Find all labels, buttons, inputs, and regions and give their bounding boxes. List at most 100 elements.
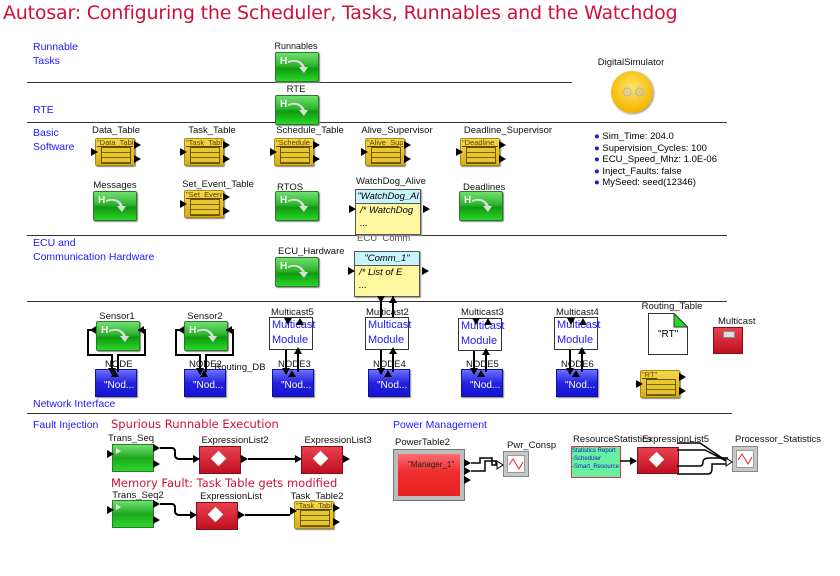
resource-stats-block[interactable]: Statistics Report -Scheduler -Smart_Reso…: [571, 446, 621, 478]
report-line: -Scheduler: [572, 456, 602, 462]
simulator-params: ● Sim_Time: 204.0 ● Supervision_Cycles: …: [594, 131, 717, 189]
task-table2-block[interactable]: "Task_Tabl...: [294, 501, 334, 529]
set-event-table-block[interactable]: "Set_Event...: [184, 190, 224, 218]
port-marker: [477, 370, 485, 377]
input-port: [180, 148, 187, 156]
note-line: ...: [360, 218, 368, 229]
rtos-block[interactable]: H: [275, 191, 319, 221]
routing-table-block[interactable]: "RT": [648, 312, 689, 355]
output-port: [223, 193, 230, 201]
task-table-block[interactable]: "Task_Tabl...: [184, 138, 224, 166]
watchdog-block[interactable]: "WatchDog_Al /* WatchDog ...: [355, 189, 421, 235]
scope-screen: [736, 450, 754, 468]
deadlines-block[interactable]: H: [459, 191, 503, 221]
rte-block[interactable]: H: [275, 95, 319, 125]
table-grid-icon: [190, 147, 220, 164]
output-port: [679, 373, 686, 381]
diamond-icon: [648, 451, 665, 468]
expr3-block[interactable]: [301, 446, 343, 474]
table-grid-icon: [300, 510, 330, 527]
output-port: [134, 155, 141, 163]
node1-block[interactable]: "Nod...: [95, 369, 137, 397]
input-port: [270, 148, 277, 156]
port-marker: [111, 370, 119, 377]
output-port: [343, 455, 350, 463]
output-port: [464, 467, 471, 475]
section-ecu-hardware: ECU and Communication Hardware: [33, 236, 154, 264]
node4-block[interactable]: "Nod...: [368, 369, 410, 397]
trans-seq2-block[interactable]: [112, 500, 154, 528]
table-grid-icon: [371, 147, 401, 164]
runnables-block[interactable]: H: [275, 52, 319, 82]
h-icon: H: [280, 261, 288, 272]
node6-label: NODE6: [561, 359, 594, 370]
trans-seq-block[interactable]: [112, 444, 154, 472]
input-port: [348, 267, 355, 275]
divider: [27, 122, 727, 123]
expr-block[interactable]: [196, 502, 238, 530]
sine-wave-icon: [737, 453, 753, 465]
expr5-block[interactable]: [637, 447, 679, 474]
data-table-block[interactable]: "Data_Tabl...: [95, 138, 135, 166]
section-label-line: Tasks: [33, 55, 60, 67]
data-table-label: Data_Table: [91, 125, 141, 136]
sensor2-block[interactable]: H: [184, 321, 228, 351]
power-table-block[interactable]: "Manager_1": [393, 449, 465, 501]
param-text: ECU_Speed_Mhz: 1.0E-06: [602, 154, 717, 166]
node-text: "Nod...: [565, 380, 596, 391]
ecu-hardware-label: ECU_Hardware: [278, 246, 345, 257]
alive-supervisor-block[interactable]: "Alive_Sup...: [365, 138, 405, 166]
sensor1-block[interactable]: H: [96, 321, 140, 351]
table-inner-name: "RT": [642, 370, 658, 379]
scope-screen: [507, 455, 525, 473]
module-text: Module: [368, 334, 405, 346]
expr2-block[interactable]: [199, 446, 241, 474]
input-port: [361, 148, 368, 156]
output-port: [422, 267, 429, 275]
input-port: [456, 148, 463, 156]
task-table-label: Task_Table: [188, 125, 236, 136]
output-port: [223, 141, 230, 149]
param-text: MySeed: seed(12346): [602, 177, 696, 189]
output-port: [464, 476, 471, 484]
expr5-label: ExpressionList5: [642, 434, 710, 445]
messages-block[interactable]: H: [93, 191, 137, 221]
play-icon: [116, 504, 121, 510]
multicast-block[interactable]: [713, 327, 743, 354]
deadline-supervisor-block[interactable]: "Deadline_...: [460, 138, 500, 166]
ecu-hardware-block[interactable]: H: [275, 257, 319, 287]
param-item: ● Inject_Faults: false: [594, 165, 682, 177]
page-title: Autosar: Configuring the Scheduler, Task…: [3, 2, 678, 24]
schedule-table-block[interactable]: "Schedule_...: [274, 138, 314, 166]
digital-simulator-button[interactable]: ⚙⚙: [611, 71, 653, 113]
output-port: [241, 455, 248, 463]
arrow-icon: [288, 198, 308, 212]
section-rte: RTE: [33, 104, 54, 116]
output-port: [333, 518, 340, 526]
report-line: -Smart_Resource: [572, 464, 620, 470]
routing-db-label: Routing_DB: [214, 362, 266, 373]
rte-label: RTE: [286, 84, 306, 95]
output-port: [333, 504, 340, 512]
output-port: [499, 141, 506, 149]
module-text: Module: [461, 335, 498, 347]
routing-db-block[interactable]: "RT": [640, 370, 680, 398]
wire-arrow: [630, 457, 637, 465]
table-grid-icon: [101, 147, 131, 164]
wire: [160, 503, 194, 516]
rtos-label: RTOS: [277, 182, 304, 193]
multicast5-label: Multicast5: [271, 307, 314, 318]
multicast3-label: Multicast3: [461, 307, 504, 318]
note-line: /* List of E: [359, 267, 403, 278]
input-port: [636, 380, 643, 388]
ecu-comm-block[interactable]: "Comm_1" /* List of E ...: [354, 251, 420, 297]
input-port: [290, 507, 297, 515]
pwr-consp-scope[interactable]: [503, 451, 529, 477]
report-line: Statistics Report: [572, 448, 616, 454]
processor-stats-scope[interactable]: [732, 446, 758, 472]
input-port: [107, 506, 114, 514]
